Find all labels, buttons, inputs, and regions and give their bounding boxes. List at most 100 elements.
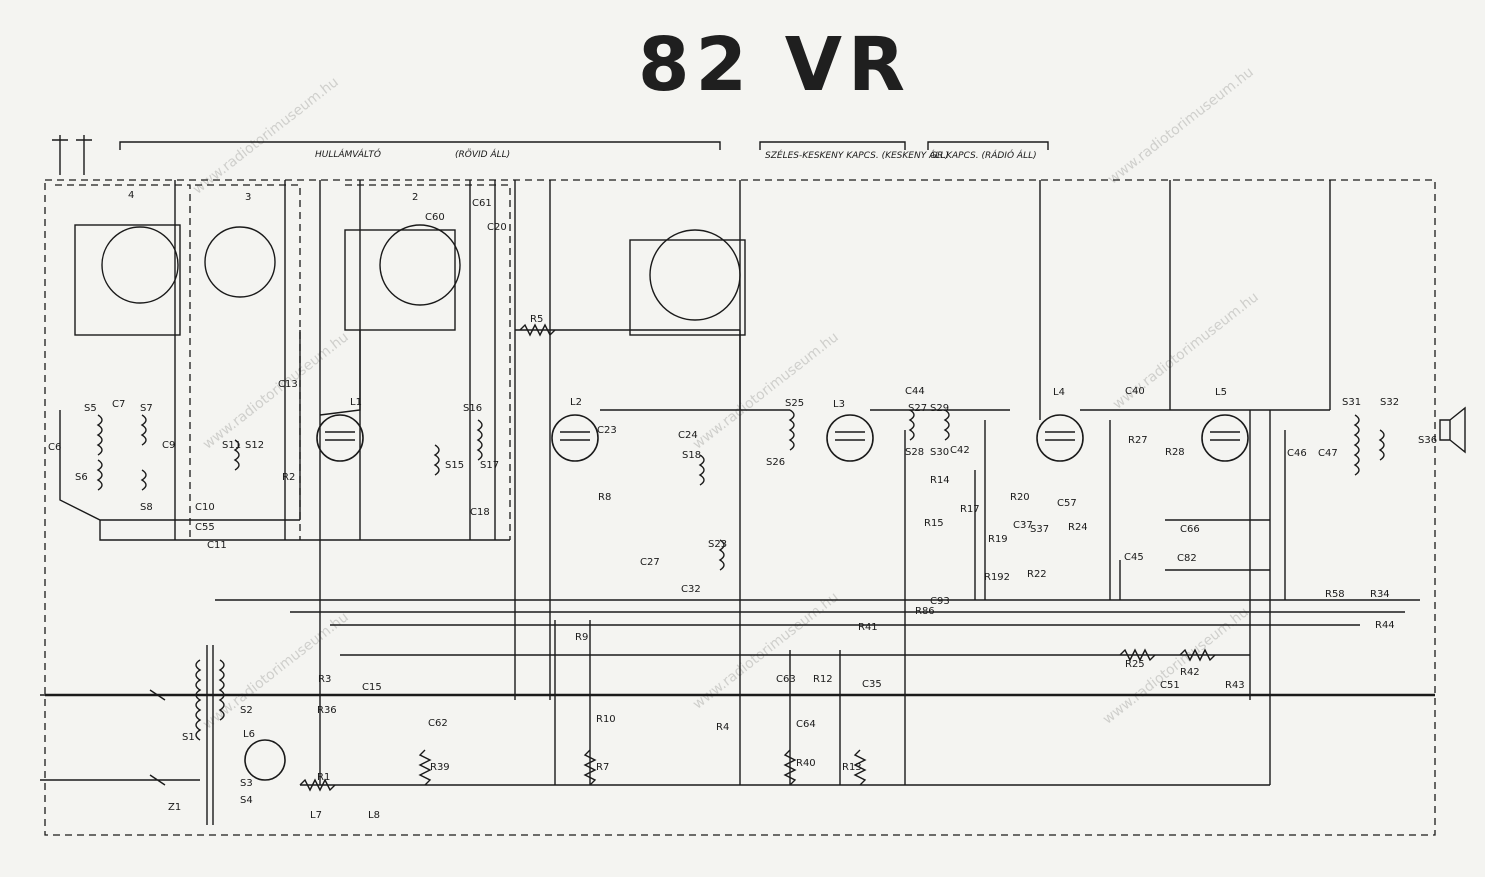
coil-S29 [943, 409, 950, 441]
wafer-2-frame [344, 229, 456, 331]
label-C32: C32 [681, 584, 701, 595]
label-R14: R14 [930, 475, 950, 486]
label-R9: R9 [575, 632, 588, 643]
tube-grids [325, 431, 1240, 441]
coil-S31 [1353, 414, 1360, 476]
label-R15: R15 [924, 518, 944, 529]
label-C40: C40 [1125, 386, 1145, 397]
label-R40: R40 [796, 758, 816, 769]
label-C61: C61 [472, 198, 492, 209]
switch-section-2 [345, 184, 511, 540]
label-S3: S3 [240, 778, 253, 789]
label-C47: C47 [1318, 448, 1338, 459]
coil-S27 [908, 409, 915, 441]
coil-S6 [96, 459, 103, 491]
label-R27: R27 [1128, 435, 1148, 446]
label-R8: R8 [598, 492, 611, 503]
switch-section-3 [195, 184, 301, 540]
label-R28: R28 [1165, 447, 1185, 458]
coil-S5 [96, 414, 103, 456]
label-S8: S8 [140, 502, 153, 513]
label-L1: L1 [350, 397, 362, 408]
label-S7: S7 [140, 403, 153, 414]
resistor-R39 [418, 749, 432, 786]
label-R43: R43 [1225, 680, 1245, 691]
wafer-1 [649, 229, 741, 321]
label-C45: C45 [1124, 552, 1144, 563]
label-L8: L8 [368, 810, 380, 821]
coil-S16 [476, 419, 483, 461]
label-R19: R19 [988, 534, 1008, 545]
label-S4: S4 [240, 795, 253, 806]
label-R12: R12 [813, 674, 833, 685]
label-C15: C15 [362, 682, 382, 693]
label-R2: R2 [282, 472, 295, 483]
label-S29: S29 [930, 403, 949, 414]
coil-S8 [140, 469, 147, 491]
label-C51: C51 [1160, 680, 1180, 691]
label-R1: R1 [317, 772, 330, 783]
coil-S1 [195, 659, 202, 741]
label-S25: S25 [785, 398, 804, 409]
label-C11: C11 [207, 540, 227, 551]
label-wave-switch: HULLÁMVÁLTÓ [315, 148, 381, 160]
label-R10: R10 [596, 714, 616, 725]
speaker [1439, 406, 1466, 454]
label-R86: R86 [915, 606, 935, 617]
label-R24: R24 [1068, 522, 1088, 533]
wave-switch-bracket [119, 141, 721, 150]
label-S36: S36 [1418, 435, 1437, 446]
label-R4: R4 [716, 722, 729, 733]
label-wave-switch-note: (RÖVID ÁLL) [455, 148, 510, 160]
label-R41: R41 [858, 622, 878, 633]
coil-S15 [433, 444, 440, 476]
coil-S23 [718, 539, 725, 571]
label-R7: R7 [596, 762, 609, 773]
label-S30: S30 [930, 447, 949, 458]
label-C37: C37 [1013, 520, 1033, 531]
coil-S2 [218, 659, 225, 721]
label-R42: R42 [1180, 667, 1200, 678]
label-C20: C20 [487, 222, 507, 233]
label-S1: S1 [182, 732, 195, 743]
label-R20: R20 [1010, 492, 1030, 503]
coil-S25 [788, 409, 795, 451]
switch-section-label: 4 [128, 190, 134, 201]
label-R17: R17 [960, 504, 980, 515]
label-S31: S31 [1342, 397, 1361, 408]
label-L5: L5 [1215, 387, 1227, 398]
label-R3: R3 [318, 674, 331, 685]
label-R5: R5 [530, 314, 543, 325]
label-R44: R44 [1375, 620, 1395, 631]
label-S26: S26 [766, 457, 785, 468]
label-S2: S2 [240, 705, 253, 716]
label-S12: S12 [245, 440, 264, 451]
coil-S18 [698, 454, 705, 486]
label-L6: L6 [243, 729, 255, 740]
label-S17: S17 [480, 460, 499, 471]
label-C64: C64 [796, 719, 816, 730]
label-gram-switch: GR.KAPCS. (RÁDIÓ ÁLL) [930, 149, 1037, 161]
wafer-2 [379, 224, 461, 306]
label-S28: S28 [905, 447, 924, 458]
label-C35: C35 [862, 679, 882, 690]
switch-section-4 [55, 184, 191, 540]
resistor-R1 [299, 778, 336, 792]
tube-L5 [1201, 414, 1249, 462]
lower-wiring [554, 430, 1270, 785]
label-C62: C62 [428, 718, 448, 729]
page-title: 82 VR [638, 22, 911, 108]
coil-S32 [1378, 429, 1385, 461]
resistor-R25 [1119, 648, 1156, 662]
resistor-R40 [783, 749, 797, 786]
label-S15: S15 [445, 460, 464, 471]
label-C27: C27 [640, 557, 660, 568]
label-L4: L4 [1053, 387, 1065, 398]
label-R34: R34 [1370, 589, 1390, 600]
wafer-4-frame [74, 224, 181, 336]
label-wide-narrow: SZÉLES-KESKENY KAPCS. (KESKENY ÁLL) [765, 149, 949, 161]
label-Z1: Z1 [168, 802, 181, 813]
label-C46: C46 [1287, 448, 1307, 459]
label-C44: C44 [905, 386, 925, 397]
antenna-lead [52, 135, 92, 175]
